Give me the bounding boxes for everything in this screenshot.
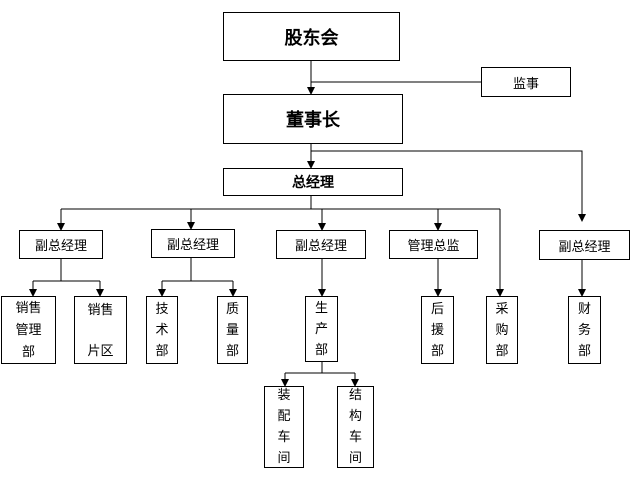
node-char: 售 <box>28 301 42 316</box>
node-char: 后 <box>430 301 444 317</box>
node-sales-region: 销售 片区 <box>74 296 127 364</box>
node-tech-dept: 技 术 部 <box>146 296 178 364</box>
node-char: 车 <box>348 430 362 445</box>
node-purchase-dept: 采 购 部 <box>486 296 518 364</box>
node-label: 管理总监 <box>407 239 460 254</box>
node-vice-gm-3: 副总经理 <box>276 230 366 259</box>
node-chairman: 董事长 <box>223 94 403 144</box>
node-label: 副总经理 <box>558 239 611 255</box>
node-supervisor: 监事 <box>481 67 571 97</box>
node-char: 术 <box>155 322 169 338</box>
node-char: 采 <box>495 301 509 317</box>
node-char: 管 <box>15 323 29 338</box>
node-char: 间 <box>348 451 362 466</box>
node-vice-gm-5: 副总经理 <box>539 230 630 260</box>
node-vice-gm-1: 副总经理 <box>19 230 103 259</box>
node-char: 片 <box>87 343 101 359</box>
node-production-dept: 生 产 部 <box>305 296 338 362</box>
node-char: 务 <box>577 322 591 338</box>
node-char: 技 <box>155 301 169 317</box>
node-quality-dept: 质 量 部 <box>217 296 248 364</box>
node-assembly-workshop: 装 配 车 间 <box>264 386 304 468</box>
node-label: 股东会 <box>284 27 339 49</box>
node-char: 部 <box>155 343 169 359</box>
node-support-dept: 后 援 部 <box>421 296 454 364</box>
node-char: 援 <box>430 322 444 338</box>
node-char: 车 <box>277 430 291 445</box>
node-shareholders: 股东会 <box>223 12 400 61</box>
node-char: 配 <box>277 409 291 424</box>
node-char: 部 <box>577 343 591 359</box>
node-general-manager: 总经理 <box>223 168 403 196</box>
node-label: 副总经理 <box>294 239 347 254</box>
node-label: 董事长 <box>286 110 340 131</box>
node-char: 质 <box>225 301 239 317</box>
node-char: 产 <box>314 321 328 337</box>
node-char: 销 <box>87 302 101 318</box>
node-char: 构 <box>348 409 362 424</box>
node-char: 间 <box>277 451 291 466</box>
node-char: 部 <box>225 343 239 359</box>
node-char: 购 <box>495 322 509 338</box>
node-finance-dept: 财 务 部 <box>568 296 601 364</box>
node-sales-management-dept: 销售 管理 部 <box>1 296 56 364</box>
node-label: 监事 <box>512 76 539 92</box>
node-char: 区 <box>100 343 114 359</box>
node-char: 生 <box>314 300 328 316</box>
node-structure-workshop: 结 构 车 间 <box>337 386 374 468</box>
node-char: 部 <box>314 342 328 358</box>
node-management-director: 管理总监 <box>389 230 478 259</box>
node-char: 理 <box>28 323 42 338</box>
node-char: 量 <box>225 322 239 338</box>
line-chairman-vp5 <box>311 150 586 222</box>
node-char: 售 <box>100 302 114 318</box>
node-label: 副总经理 <box>166 238 219 253</box>
node-char: 部 <box>21 345 35 360</box>
node-label: 总经理 <box>292 175 334 191</box>
node-char: 销 <box>15 301 29 316</box>
node-char: 部 <box>430 343 444 359</box>
node-label: 副总经理 <box>34 239 87 254</box>
node-vice-gm-2: 副总经理 <box>151 229 235 258</box>
node-char: 结 <box>348 388 362 403</box>
node-char: 财 <box>577 301 591 317</box>
node-char: 装 <box>277 388 291 403</box>
node-char: 部 <box>495 343 509 359</box>
